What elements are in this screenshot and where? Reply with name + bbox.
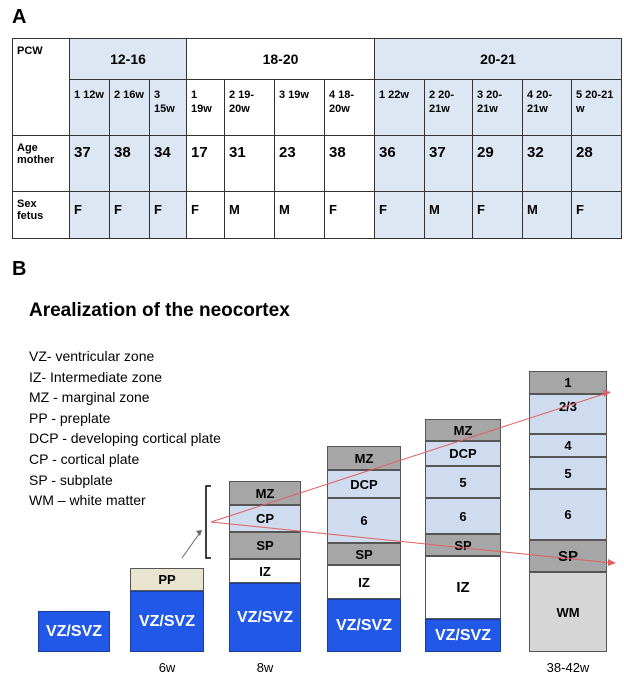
- layer-block: IZ: [327, 565, 401, 599]
- layer-block: 4: [529, 434, 607, 457]
- layer-block: MZ: [229, 481, 301, 505]
- layer-block: PP: [130, 568, 204, 591]
- fetal-sample-table: PCW 12-16 18-20 20-21 1 12w 2 16w 3 15w …: [12, 38, 622, 239]
- sample-header: 1 19w: [186, 79, 225, 136]
- sample-header: 5 20-21 w: [571, 79, 622, 136]
- layer-block: VZ/SVZ: [229, 583, 301, 652]
- legend-item: PP - preplate: [29, 409, 111, 426]
- sex-cell: F: [149, 191, 187, 239]
- age-cell: 17: [186, 135, 225, 192]
- stage-column-3: MZ CP SP IZ VZ/SVZ: [229, 481, 301, 652]
- group-header-3: 20-21: [374, 38, 622, 80]
- layer-block: MZ: [327, 446, 401, 470]
- age-label: 8w: [256, 660, 274, 675]
- age-cell: 32: [522, 135, 572, 192]
- layer-block: SP: [425, 534, 501, 556]
- sample-header: 3 20-21w: [472, 79, 523, 136]
- age-label: 38-42w: [546, 660, 590, 675]
- expansion-arrowhead-lower: [608, 559, 616, 566]
- layer-block: SP: [327, 543, 401, 565]
- panel-b-label: B: [12, 258, 27, 280]
- sex-cell: F: [69, 191, 110, 239]
- layer-block: IZ: [425, 556, 501, 619]
- sex-fetus-label: Sex fetus: [12, 191, 70, 239]
- age-cell: 23: [274, 135, 325, 192]
- sex-cell: F: [472, 191, 523, 239]
- stage-column-6: 1 2/3 4 5 6 SP WM: [529, 371, 607, 652]
- legend-item: IZ- Intermediate zone: [29, 368, 163, 385]
- diagram-title: Arealization of the neocortex: [29, 300, 290, 321]
- sample-header: 3 15w: [149, 79, 187, 136]
- layer-block: 5: [529, 457, 607, 489]
- expansion-line-upper: [210, 392, 608, 523]
- legend-item: VZ- ventricular zone: [29, 348, 155, 364]
- sample-header: 1 22w: [374, 79, 425, 136]
- sex-cell: M: [424, 191, 473, 239]
- stage-column-5: MZ DCP 5 6 SP IZ VZ/SVZ: [425, 419, 501, 652]
- layer-block: VZ/SVZ: [130, 591, 204, 652]
- expansion-line-lower: [210, 521, 613, 564]
- layer-block: 5: [425, 466, 501, 498]
- pointer-arrowhead: [196, 530, 202, 536]
- layer-block: 6: [529, 489, 607, 540]
- expansion-arrowhead-upper: [603, 390, 611, 397]
- sample-header: 4 18-20w: [324, 79, 375, 136]
- panel-a-label: A: [12, 6, 27, 28]
- sex-cell: F: [186, 191, 225, 239]
- layer-block: VZ/SVZ: [425, 619, 501, 652]
- layer-block: IZ: [229, 559, 301, 583]
- sample-header: 1 12w: [69, 79, 110, 136]
- layer-block: DCP: [425, 441, 501, 466]
- sample-header: 3 19w: [274, 79, 325, 136]
- sample-header: 2 19-20w: [224, 79, 275, 136]
- stage-column-1: VZ/SVZ: [38, 611, 110, 652]
- sex-cell: M: [274, 191, 325, 239]
- group-header-2: 18-20: [186, 38, 375, 80]
- stage-column-4: MZ DCP 6 SP IZ VZ/SVZ: [327, 446, 401, 652]
- sex-cell: M: [224, 191, 275, 239]
- layer-block: VZ/SVZ: [38, 611, 110, 652]
- sex-cell: F: [109, 191, 150, 239]
- age-cell: 37: [424, 135, 473, 192]
- age-cell: 38: [109, 135, 150, 192]
- sex-cell: F: [571, 191, 622, 239]
- layer-block: SP: [229, 532, 301, 559]
- group-header-1: 12-16: [69, 38, 187, 80]
- layer-block: 1: [529, 371, 607, 394]
- abbreviation-legend: VZ- ventricular zone IZ- Intermediate zo…: [29, 346, 221, 511]
- age-cell: 29: [472, 135, 523, 192]
- sex-cell: F: [374, 191, 425, 239]
- cortical-plate-bracket: [205, 485, 211, 559]
- legend-item: MZ - marginal zone: [29, 389, 150, 406]
- age-cell: 38: [324, 135, 375, 192]
- layer-block: VZ/SVZ: [327, 599, 401, 652]
- layer-block: MZ: [425, 419, 501, 441]
- legend-item: CP - cortical plate: [29, 450, 140, 467]
- stage-column-2: PP VZ/SVZ: [130, 568, 204, 652]
- pointer-arrow: [181, 533, 200, 559]
- legend-item: DCP - developing cortical plate: [29, 430, 221, 447]
- age-mother-label: Age mother: [12, 135, 70, 192]
- layer-block: 6: [425, 498, 501, 534]
- age-cell: 28: [571, 135, 622, 192]
- layer-block: WM: [529, 572, 607, 652]
- age-label: 6w: [158, 660, 176, 675]
- sample-header: 2 20-21w: [424, 79, 473, 136]
- legend-item: SP - subplate: [29, 471, 113, 488]
- sex-cell: M: [522, 191, 572, 239]
- legend-item: WM – white matter: [29, 492, 146, 509]
- sex-cell: F: [324, 191, 375, 239]
